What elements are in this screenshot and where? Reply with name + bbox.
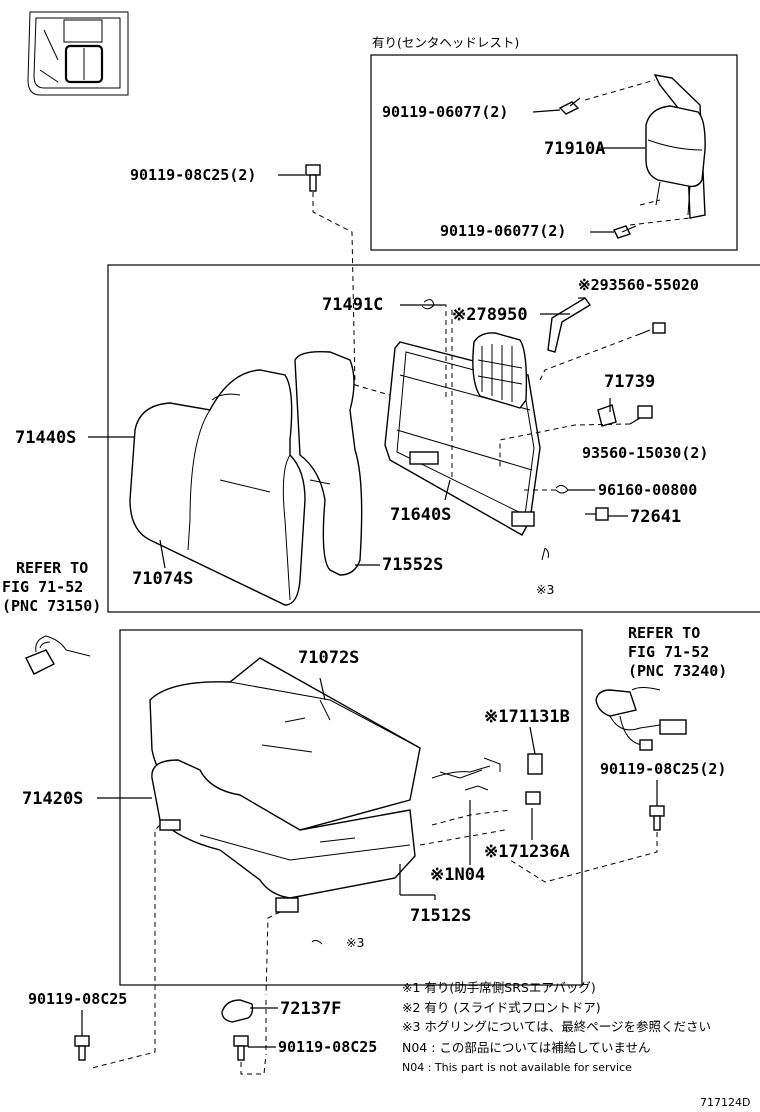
pad-71739-icon [597,404,617,427]
part-71552S: 71552S [382,555,443,575]
refer-left-line1: REFER TO [16,559,88,577]
hog-ring-icon [541,547,550,561]
part-90119-08C25-bottom: 90119-08C25 [278,1038,377,1056]
wire-harness-right-drawing [595,687,687,751]
part-71739: 71739 [604,372,655,392]
bolt-icon [613,225,637,239]
part-90119-08C25-top: 90119-08C25(2) [130,166,256,184]
diagram-id: 717124D [700,1096,750,1109]
bolt-icon [74,1035,90,1061]
part-71640S: 71640S [390,505,451,525]
part-93560-55020: ※293560-55020 [578,276,699,294]
headrest-option-note: 有り(センタヘッドレスト) [372,35,519,50]
part-93560-15030: 93560-15030(2) [582,444,708,462]
hog-ring-mark-lower: ※3 [346,935,364,950]
note-5: N04 : This part is not available for ser… [402,1061,632,1074]
note-2: ※2 有り (スライド式フロントドア) [402,1000,601,1015]
bolt-icon [585,507,609,521]
refer-right-line2: FIG 71-52 [628,643,709,661]
part-71512S: 71512S [410,906,471,926]
part-N04: ※1N04 [430,865,485,885]
seatback-frame-drawing [384,332,541,536]
note-3: ※3 ホグリングについては、最終ページを参照ください [402,1019,711,1034]
part-90119-08C25-right: 90119-08C25(2) [600,760,726,778]
part-90119-06077-lower: 90119-06077(2) [440,222,566,240]
part-78950: ※278950 [452,305,528,325]
seat-cushion-drawing [149,657,421,913]
part-71910A: 71910A [544,139,605,159]
vehicle-locator-icon [27,11,129,96]
part-71491C: 71491C [322,295,383,315]
part-71420S: 71420S [22,789,83,809]
harness-71131B-drawing [431,753,543,805]
part-96160-00800: 96160-00800 [598,481,697,499]
seatback-cover-drawing [129,350,363,606]
part-71131B: ※171131B [484,707,570,727]
bolt-icon [558,97,581,115]
strap-78950-drawing [547,297,592,353]
bolt-icon [233,1035,249,1061]
part-71440S: 71440S [15,428,76,448]
cover-72137F-drawing [221,999,254,1023]
part-90119-06077-upper: 90119-06077(2) [382,103,508,121]
note-1: ※1 有り(助手席側SRSエアバッグ) [402,980,596,995]
hog-ring-icon [311,939,323,945]
part-71236A: ※171236A [484,842,570,862]
refer-right-line1: REFER TO [628,624,700,642]
part-90119-08C25-left: 90119-08C25 [28,990,127,1008]
wire-harness-left-drawing [25,635,91,675]
refer-right-line3: (PNC 73240) [628,662,727,680]
part-71072S: 71072S [298,648,359,668]
clip-71491C-icon [421,299,435,310]
bolt-icon [305,164,321,192]
part-72137F: 72137F [280,999,341,1019]
hog-ring-mark-upper: ※3 [536,582,554,597]
refer-left-line2: FIG 71-52 [2,578,83,596]
bolt-icon [649,805,665,831]
headrest-option-box [370,54,738,251]
refer-left-line3: (PNC 73150) [2,597,101,615]
part-72641: 72641 [630,507,681,527]
bolt-icon [639,322,666,335]
clip-96160-icon [555,484,569,494]
note-4: N04 : この部品については補給していません [402,1040,651,1055]
headrest-drawing [645,74,706,219]
part-71074S: 71074S [132,569,193,589]
bolt-icon [629,405,653,425]
seatback-group-box [107,264,760,613]
seat-cushion-group-box [119,629,583,986]
